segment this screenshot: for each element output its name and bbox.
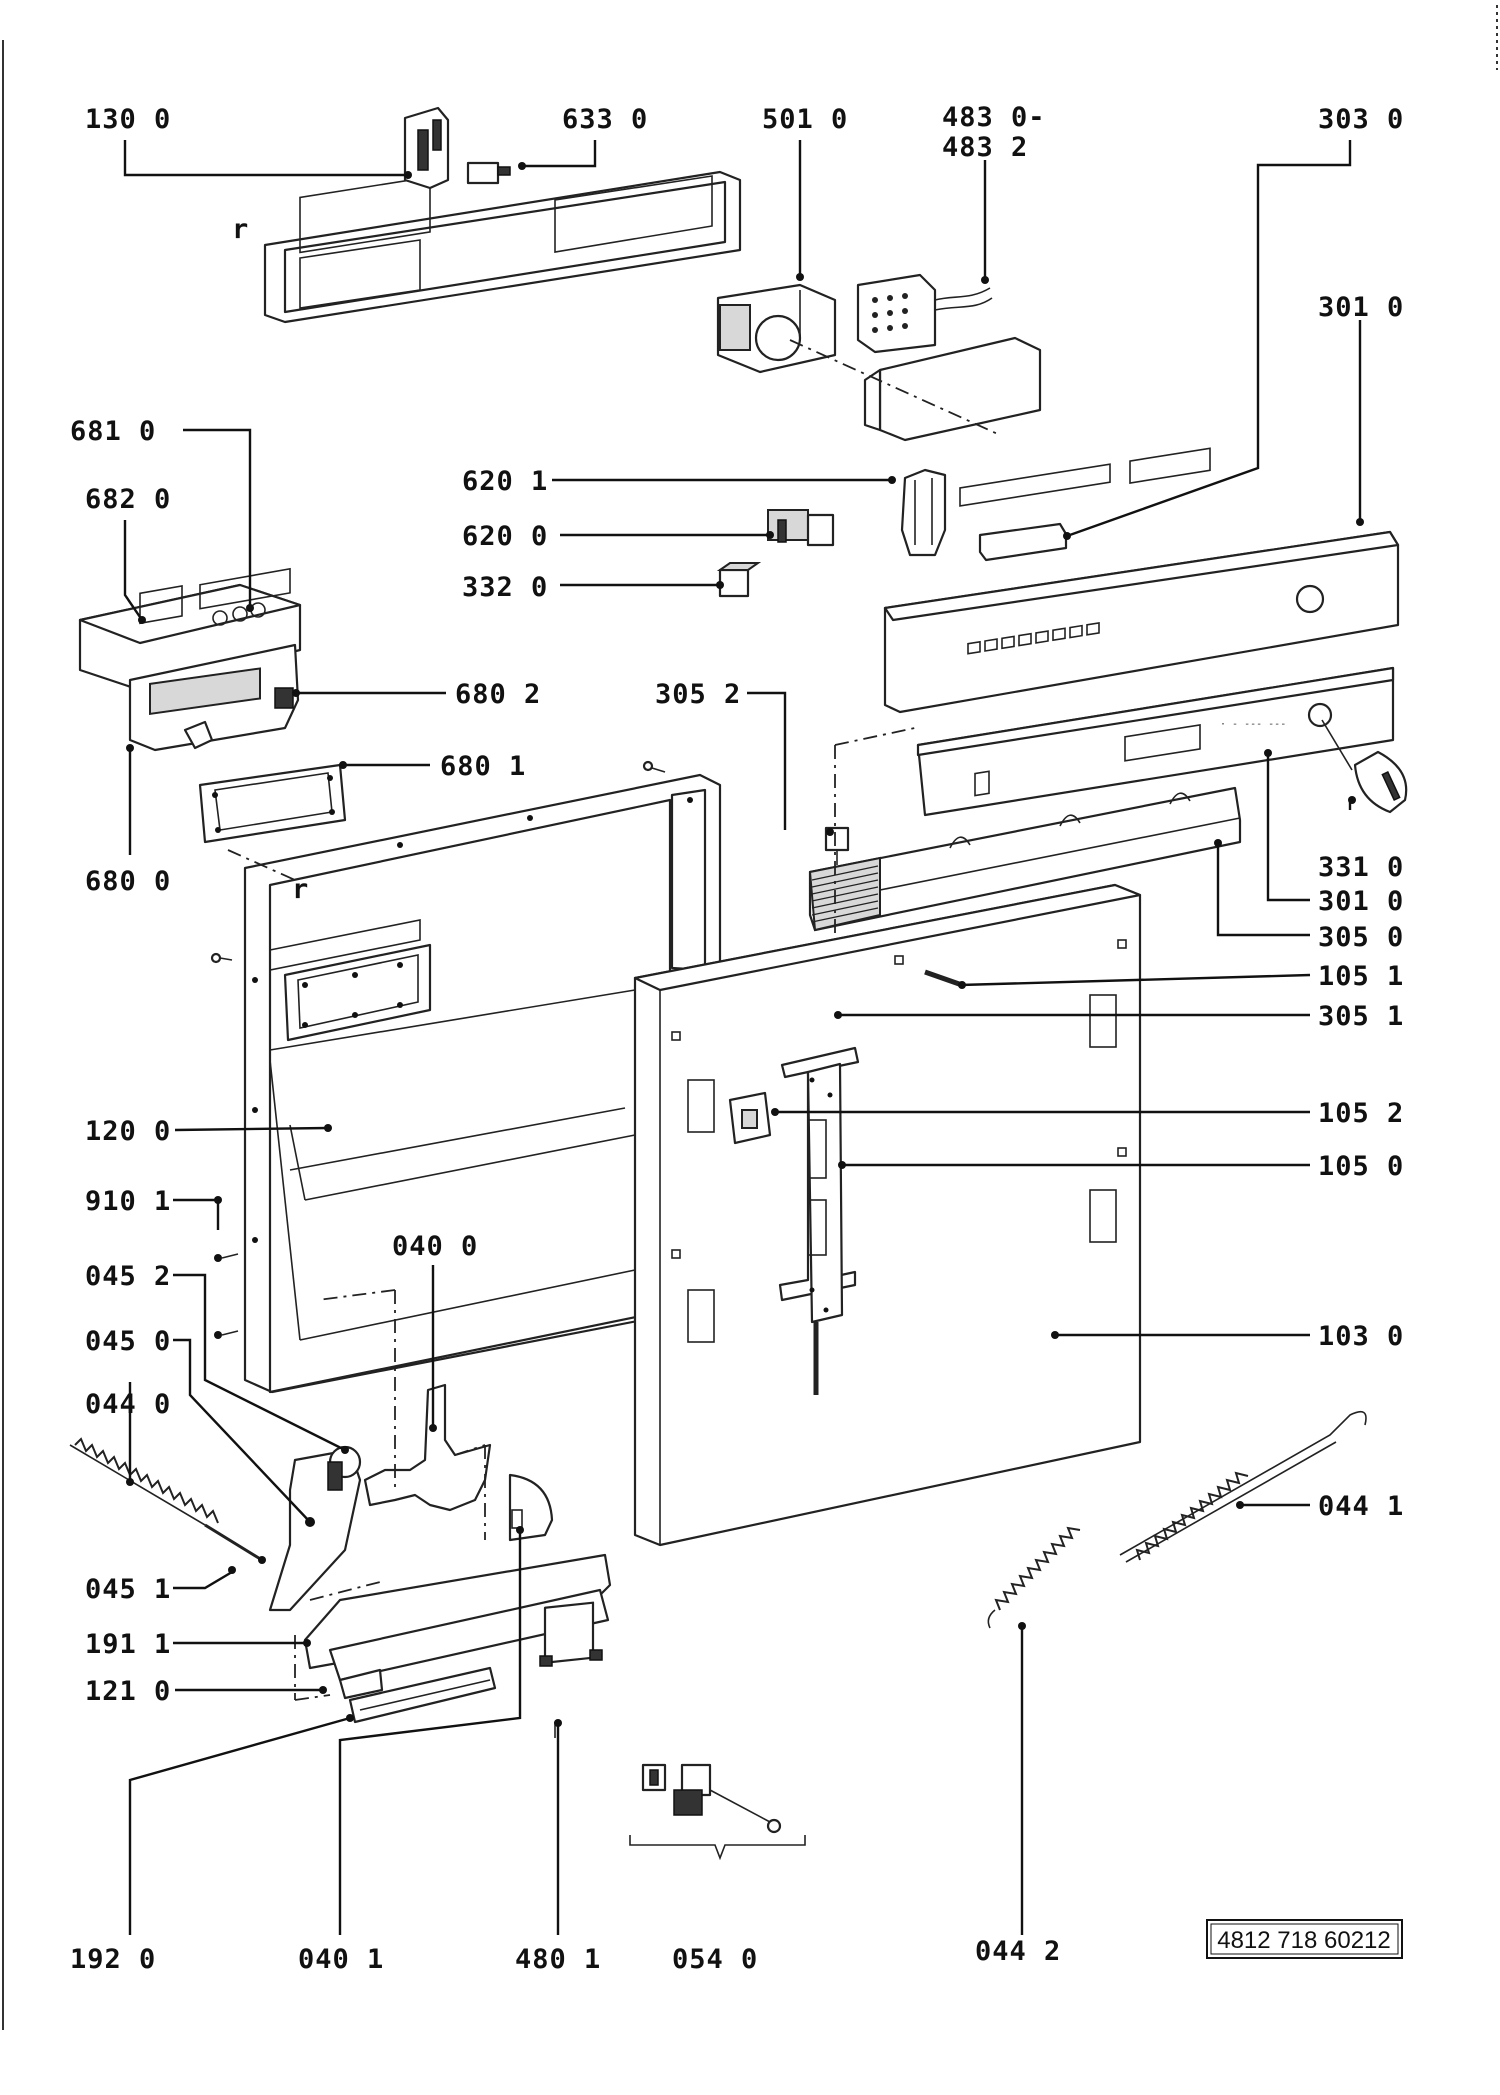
label-105-0: 105 0 xyxy=(1318,1151,1404,1182)
label-501-0: 501 0 xyxy=(762,104,848,135)
label-045-1: 045 1 xyxy=(85,1574,171,1605)
rail-192 xyxy=(348,1666,497,1724)
bracket-620-1 xyxy=(900,468,947,557)
label-044-1: 044 1 xyxy=(1318,1491,1404,1522)
label-305-0: 305 0 xyxy=(1318,922,1404,953)
label-121-0: 121 0 xyxy=(85,1676,171,1707)
label-192-0: 192 0 xyxy=(70,1944,156,1975)
label-305-2: 305 2 xyxy=(655,679,741,710)
timer-motor-501 xyxy=(716,283,837,374)
screws-910 xyxy=(214,1253,239,1339)
hinge-arm-045 xyxy=(268,1445,362,1612)
label-620-1: 620 1 xyxy=(462,466,548,497)
label-120-0: 120 0 xyxy=(85,1116,171,1147)
label-040-0: 040 0 xyxy=(392,1231,478,1262)
label-044-2: 044 2 xyxy=(975,1936,1061,1967)
pin-105-1 xyxy=(924,969,963,988)
label-044-0: 044 0 xyxy=(85,1389,171,1420)
label-332-0: 332 0 xyxy=(462,572,548,603)
bottom-trim-191 xyxy=(294,1553,612,1701)
detergent-dispenser-680 xyxy=(78,567,302,752)
label-483-0: 483 0- xyxy=(942,102,1046,133)
label-045-2: 045 2 xyxy=(85,1261,171,1292)
label-040-1: 040 1 xyxy=(298,1944,384,1975)
label-682-0: 682 0 xyxy=(85,484,171,515)
document-number: 4812 718 60212 xyxy=(1217,1927,1391,1954)
outer-door-panel-103 xyxy=(633,883,1142,1547)
mark-r-mid: r xyxy=(292,874,309,905)
label-103-0: 103 0 xyxy=(1318,1321,1404,1352)
program-knob-331 xyxy=(1321,719,1408,814)
label-191-1: 191 1 xyxy=(85,1629,171,1660)
switch-130 xyxy=(403,106,450,190)
label-681-0: 681 0 xyxy=(70,416,156,447)
connector-block-483 xyxy=(856,273,993,354)
document-number-box: 4812 718 60212 xyxy=(1206,1919,1403,1959)
label-680-2: 680 2 xyxy=(455,679,541,710)
gasket-680-1 xyxy=(198,763,347,844)
label-105-2: 105 2 xyxy=(1318,1098,1404,1129)
label-680-0: 680 0 xyxy=(85,866,171,897)
leader-lines xyxy=(123,140,1364,1935)
label-054-0: 054 0 xyxy=(672,1944,758,1975)
label-303-0: 303 0 xyxy=(1318,104,1404,135)
button-insert-303 xyxy=(978,522,1068,562)
timer-bracket xyxy=(789,336,1042,442)
label-105-1: 105 1 xyxy=(1318,961,1404,992)
microswitch-633 xyxy=(466,161,511,185)
label-305-1: 305 1 xyxy=(1318,1001,1404,1032)
label-045-0: 045 0 xyxy=(85,1326,171,1357)
label-130-0: 130 0 xyxy=(85,104,171,135)
label-301-0-top: 301 0 xyxy=(1318,292,1404,323)
control-panel-bracket: r xyxy=(232,170,742,324)
control-panel-301 xyxy=(883,447,1400,714)
part-332 xyxy=(716,562,762,598)
label-301-0-mid: 301 0 xyxy=(1318,886,1404,917)
front-panel-lower-301: · - --- --- xyxy=(916,666,1395,817)
spring-rod-044-1 xyxy=(987,1410,1367,1629)
clip-105-2 xyxy=(728,1091,772,1145)
label-331-0: 331 0 xyxy=(1318,852,1404,883)
label-620-0: 620 0 xyxy=(462,521,548,552)
label-483-2: 483 2 xyxy=(942,132,1028,163)
inner-door-frame-120: r xyxy=(210,760,722,1394)
switch-620-0 xyxy=(767,509,835,547)
svg-text:· - --- ---: · - --- --- xyxy=(1220,719,1286,730)
part-480-1 xyxy=(539,1601,603,1738)
top-trim-305 xyxy=(808,786,1242,932)
label-680-1: 680 1 xyxy=(440,751,526,782)
spring-044-0 xyxy=(69,1437,266,1564)
mark-r-top: r xyxy=(232,214,249,245)
label-480-1: 480 1 xyxy=(515,1944,601,1975)
hinge-plate-105 xyxy=(778,1046,860,1395)
label-910-1: 910 1 xyxy=(85,1186,171,1217)
switch-kit-054 xyxy=(629,1763,806,1861)
hinge-bracket-040 xyxy=(317,1289,492,1540)
part-labels: 130 0 633 0 501 0 483 0- 483 2 303 0 301… xyxy=(70,102,1404,1975)
label-633-0: 633 0 xyxy=(562,104,648,135)
